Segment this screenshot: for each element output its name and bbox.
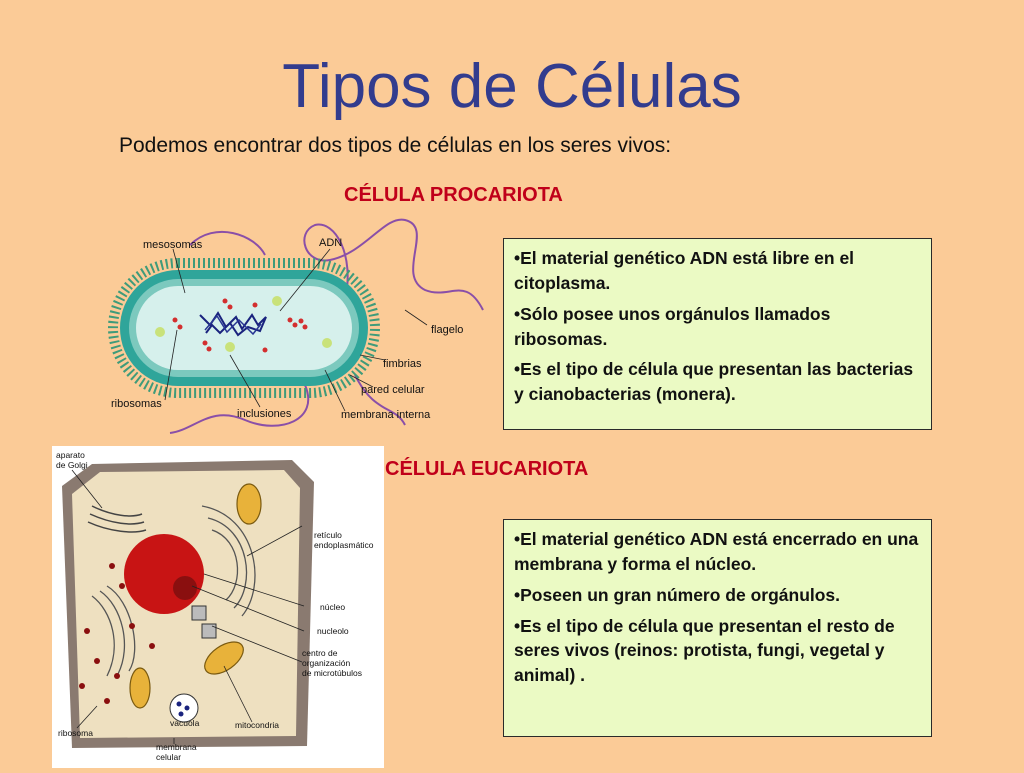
label-celular: celular bbox=[156, 752, 181, 762]
eukaryote-point-1: •El material genético ADN está encerrado… bbox=[514, 529, 919, 574]
label-flagelo: flagelo bbox=[431, 324, 463, 336]
label-microtubulos: de microtúbulos bbox=[302, 668, 362, 678]
prokaryote-point-1: •El material genético ADN está libre en … bbox=[514, 248, 855, 293]
label-de-golgi: de Golgi bbox=[56, 460, 88, 470]
label-fimbrias: fimbrias bbox=[383, 358, 422, 370]
prokaryote-info-box: •El material genético ADN está libre en … bbox=[503, 238, 932, 430]
label-nucleolo: nucleolo bbox=[317, 626, 349, 636]
label-nucleo: núcleo bbox=[320, 602, 345, 612]
prokaryote-point-3: •Es el tipo de célula que presentan las … bbox=[514, 359, 914, 405]
label-centro: centro de bbox=[302, 648, 338, 658]
label-mesosomas: mesosomas bbox=[143, 239, 203, 251]
eukaryote-cell-diagram: aparato de Golgi retículo endoplasmático… bbox=[52, 446, 384, 768]
slide-title: Tipos de Células bbox=[282, 52, 742, 121]
label-organizacion: organización bbox=[302, 658, 350, 668]
eukaryote-info-box: •El material genético ADN está encerrado… bbox=[503, 519, 932, 737]
label-inclusiones: inclusiones bbox=[237, 408, 292, 420]
eukaryote-point-2: •Poseen un gran número de orgánulos. bbox=[514, 584, 841, 605]
label-membrana-interna: membrana interna bbox=[341, 409, 431, 421]
prokaryote-heading: CÉLULA PROCARIOTA bbox=[344, 184, 563, 206]
label-endoplasmatico: endoplasmático bbox=[314, 540, 374, 550]
eukaryote-point-3: •Es el tipo de célula que presentan el r… bbox=[514, 615, 895, 686]
label-reticulo: retículo bbox=[314, 530, 342, 540]
label-vacuola: vacuola bbox=[170, 718, 200, 728]
prokaryote-cell-diagram: mesosomas ADN flagelo fimbrias pared cel… bbox=[105, 215, 490, 440]
eukaryote-heading: CÉLULA EUCARIOTA bbox=[385, 458, 589, 480]
label-ribosomas: ribosomas bbox=[111, 398, 162, 410]
label-mitocondria: mitocondria bbox=[235, 720, 279, 730]
label-pared-celular: pared celular bbox=[361, 384, 425, 396]
label-membrana: membrana bbox=[156, 742, 197, 752]
slide-subtitle: Podemos encontrar dos tipos de células e… bbox=[119, 134, 672, 157]
label-ribosoma: ribosoma bbox=[58, 728, 93, 738]
label-adn: ADN bbox=[319, 237, 342, 249]
prokaryote-point-2: •Sólo posee unos orgánulos llamados ribo… bbox=[514, 303, 831, 349]
label-aparato: aparato bbox=[56, 450, 85, 460]
